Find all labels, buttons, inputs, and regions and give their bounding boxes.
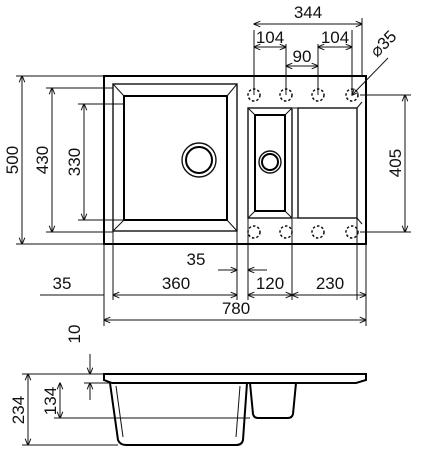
dim-10-label: 10	[65, 325, 84, 344]
tap-holes	[247, 88, 359, 239]
large-bowl	[112, 83, 238, 232]
dim-234-label: 234	[9, 396, 28, 424]
dim-104-right-label: 104	[321, 28, 349, 47]
dim-230-label: 230	[316, 274, 344, 293]
dim-430-label: 430	[33, 146, 52, 174]
dim-120-label: 120	[256, 274, 284, 293]
side-dimensions: 10 234 134	[9, 325, 250, 445]
dim-780-label: 780	[222, 299, 250, 318]
dim-344-label: 344	[294, 3, 322, 22]
sink-outline	[103, 75, 367, 245]
side-view	[103, 373, 367, 446]
dim-diameter-label: ⌀35	[366, 27, 400, 61]
top-dimensions: 344 104 90 104 ⌀35	[254, 3, 400, 95]
large-drain-icon	[181, 142, 217, 178]
dim-134-label: 134	[41, 387, 60, 415]
small-bowl	[247, 107, 293, 219]
dim-104-left-label: 104	[256, 28, 284, 47]
dim-360-label: 360	[162, 274, 190, 293]
small-drain-icon	[258, 150, 282, 174]
horizontal-dimensions: 35 35 360 120 230 780	[40, 218, 366, 326]
top-view	[103, 30, 367, 245]
dim-405-label: 405	[386, 149, 405, 177]
dim-500-label: 500	[3, 146, 22, 174]
drainer	[293, 101, 363, 225]
vertical-dimensions: 500 430 330 405	[3, 76, 411, 244]
dim-35-gap-label: 35	[187, 250, 206, 269]
dim-330-label: 330	[65, 148, 84, 176]
dim-35-left-label: 35	[53, 274, 72, 293]
dim-90-label: 90	[293, 47, 312, 66]
